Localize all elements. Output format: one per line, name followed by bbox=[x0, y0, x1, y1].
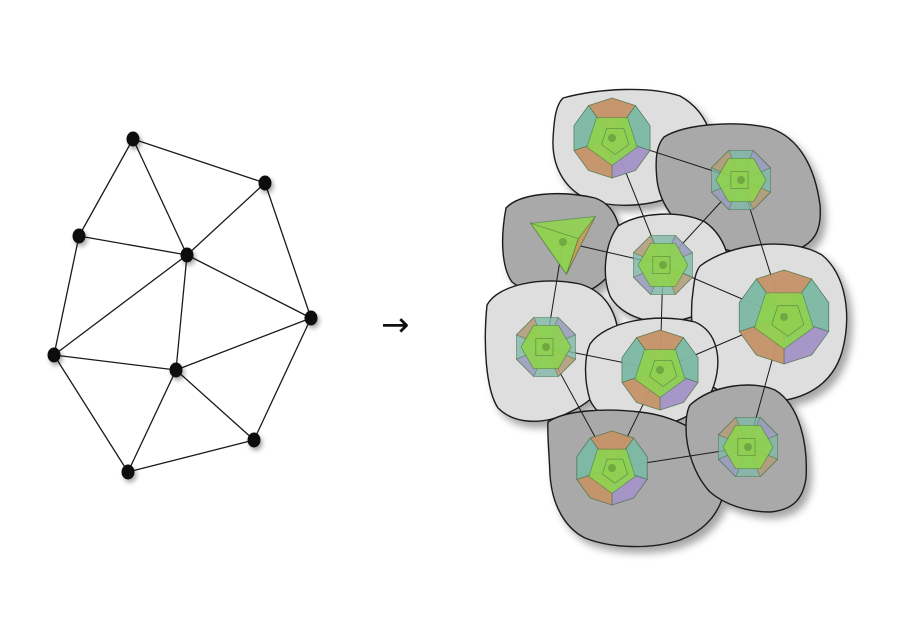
graph-node bbox=[304, 310, 318, 326]
graph-nodes bbox=[47, 131, 318, 480]
graph-edge bbox=[132, 138, 266, 184]
graph-edge bbox=[186, 254, 312, 319]
graph-edge bbox=[53, 354, 177, 371]
polyhedron-center bbox=[780, 313, 788, 321]
cell-polyhedra bbox=[515, 97, 830, 506]
graph-edges bbox=[53, 138, 312, 473]
polyhedron-center bbox=[608, 464, 616, 472]
dodecahedron-polyhedron bbox=[738, 269, 830, 365]
graph-node bbox=[258, 175, 272, 191]
graph-node bbox=[121, 464, 135, 480]
graph-edge bbox=[132, 138, 188, 256]
graph-node bbox=[247, 432, 261, 448]
cell-complex bbox=[484, 88, 848, 548]
polyhedron-center bbox=[559, 238, 567, 246]
graph-edge bbox=[127, 439, 255, 473]
graph-edge bbox=[53, 235, 80, 356]
polyhedron-center bbox=[542, 343, 550, 351]
truncated-octahedron-polyhedron bbox=[710, 149, 772, 211]
graph-edge bbox=[264, 182, 312, 319]
dodecahedron-polyhedron bbox=[573, 97, 651, 179]
transform-arrow: → bbox=[381, 305, 410, 345]
graph-edge bbox=[53, 354, 129, 473]
input-graph bbox=[47, 131, 318, 480]
graph-node bbox=[180, 247, 194, 263]
graph-edge bbox=[253, 317, 312, 441]
polyhedron-center bbox=[737, 176, 745, 184]
dodecahedron-polyhedron bbox=[621, 329, 699, 411]
graph-edge bbox=[175, 317, 312, 371]
graph-edge bbox=[53, 254, 188, 356]
dodecahedron-polyhedron bbox=[576, 430, 648, 506]
graph-node bbox=[126, 131, 140, 147]
polyhedron-center bbox=[608, 134, 616, 142]
tetrahedron-polyhedron bbox=[529, 216, 596, 276]
graph-edge bbox=[186, 182, 266, 256]
truncated-octahedron-polyhedron bbox=[632, 234, 694, 296]
graph-edge bbox=[78, 138, 134, 237]
truncated-octahedron-polyhedron bbox=[717, 416, 779, 478]
graph-edge bbox=[175, 369, 255, 441]
graph-node bbox=[72, 228, 86, 244]
graph-edge bbox=[127, 369, 177, 473]
graph-node bbox=[47, 347, 61, 363]
graph-edge bbox=[78, 235, 188, 256]
polyhedron-center bbox=[656, 366, 664, 374]
polyhedron-center bbox=[659, 261, 667, 269]
truncated-octahedron-polyhedron bbox=[515, 316, 577, 378]
polyhedron-center bbox=[744, 443, 752, 451]
graph-node bbox=[169, 362, 183, 378]
graph-edge bbox=[175, 254, 188, 371]
